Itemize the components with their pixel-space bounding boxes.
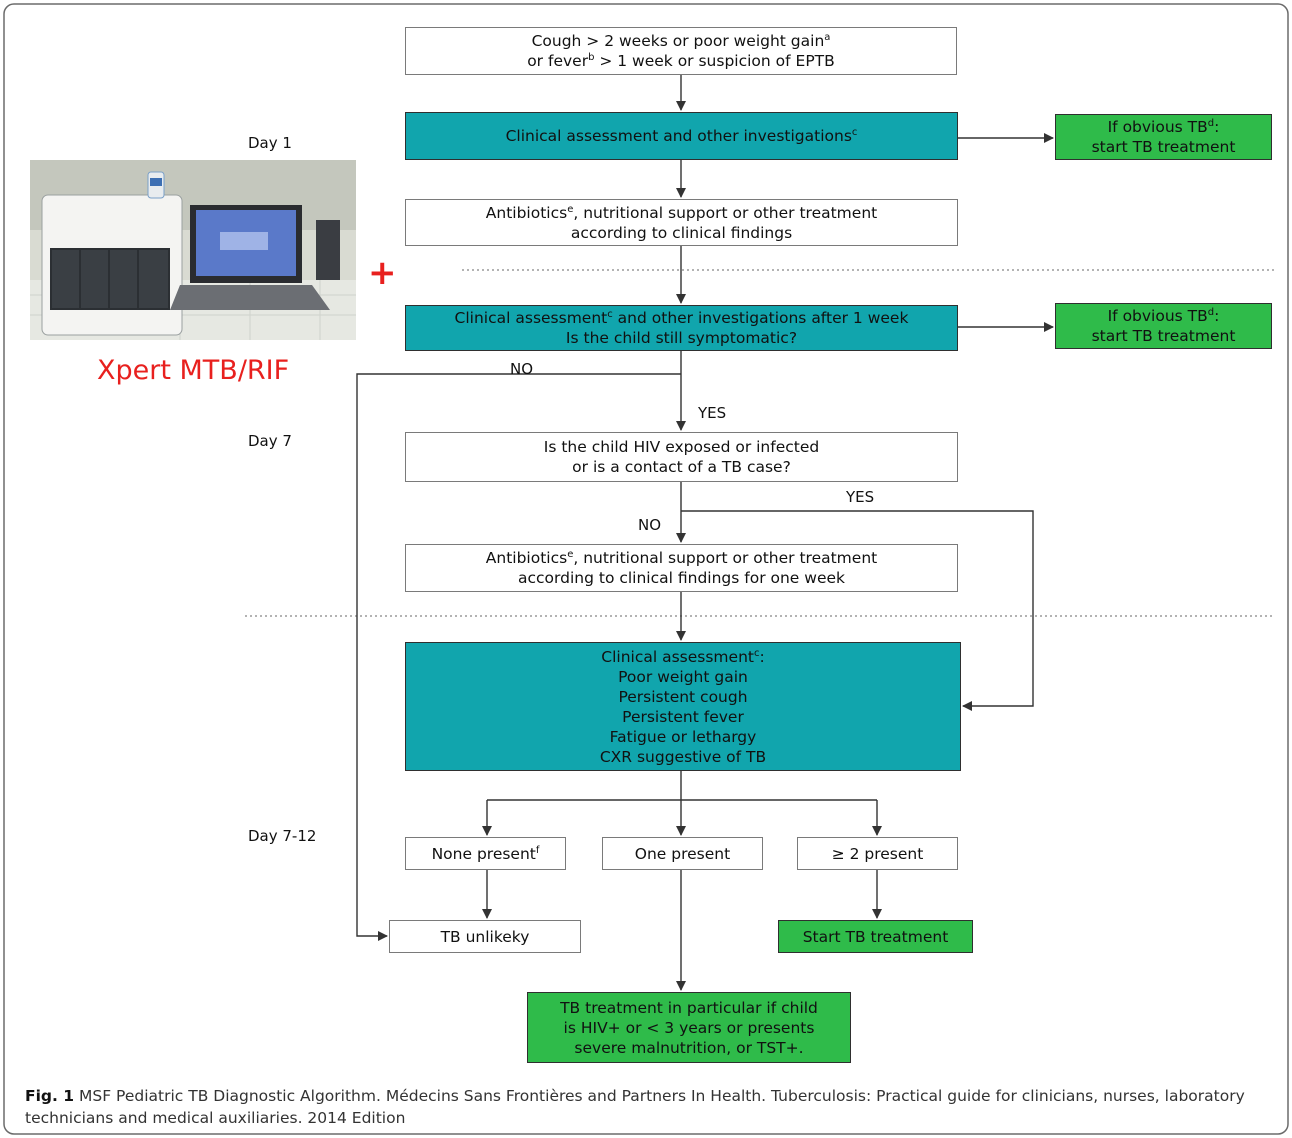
- node-two-present: ≥ 2 present: [797, 837, 958, 870]
- edge-label-yes-1: YES: [698, 404, 727, 422]
- node-tb-treatment-particular: TB treatment in particular if child is H…: [527, 992, 851, 1063]
- node-clinical-assessment-1: Clinical assessment and other investigat…: [405, 112, 958, 160]
- caption-label: Fig. 1: [25, 1087, 75, 1105]
- node-hiv-question: Is the child HIV exposed or infected or …: [405, 432, 958, 482]
- node-clinical-assessment-2: Clinical assessmentc and other investiga…: [405, 305, 958, 351]
- assessment-item: Persistent fever: [622, 707, 744, 726]
- day-label-7-12: Day 7-12: [248, 827, 317, 845]
- node-obvious-tb-1: If obvious TBd: start TB treatment: [1055, 114, 1272, 160]
- node-entry-criteria: Cough > 2 weeks or poor weight gaina or …: [405, 27, 957, 75]
- day-label-7: Day 7: [248, 432, 292, 450]
- edge-yes-assess3: [681, 510, 1034, 711]
- node-one-present: One present: [602, 837, 763, 870]
- caption-text: MSF Pediatric TB Diagnostic Algorithm. M…: [25, 1087, 1245, 1127]
- xpert-machine-photo: [30, 160, 356, 340]
- node-none-present: None presentf: [405, 837, 566, 870]
- node-start-tb-treatment: Start TB treatment: [778, 920, 973, 953]
- node-antibiotics-2: Antibioticse, nutritional support or oth…: [405, 544, 958, 592]
- figure-border: [3, 3, 1289, 1135]
- assessment-item: CXR suggestive of TB: [599, 747, 767, 766]
- plus-sign: +: [368, 253, 397, 293]
- xpert-label: Xpert MTB/RIF: [97, 355, 290, 386]
- node-obvious-tb-2: If obvious TBd: start TB treatment: [1055, 303, 1272, 349]
- edge-label-no-1: NO: [510, 360, 534, 378]
- day-label-1: Day 1: [248, 134, 292, 152]
- assessment-item: Fatigue or lethargy: [609, 727, 757, 746]
- assessment-item: Persistent cough: [618, 687, 748, 706]
- edge-no-unlikely: [356, 373, 681, 941]
- figure-caption: Fig. 1 MSF Pediatric TB Diagnostic Algor…: [25, 1085, 1285, 1129]
- node-tb-unlikely: TB unlikeky: [389, 920, 581, 953]
- edge-label-yes-2: YES: [846, 488, 875, 506]
- assessment-item: Poor weight gain: [618, 667, 748, 686]
- edge-label-no-2: NO: [638, 516, 662, 534]
- node-antibiotics-1: Antibioticse, nutritional support or oth…: [405, 199, 958, 246]
- node-clinical-assessment-3: Clinical assessmentc: Poor weight gain P…: [405, 642, 961, 771]
